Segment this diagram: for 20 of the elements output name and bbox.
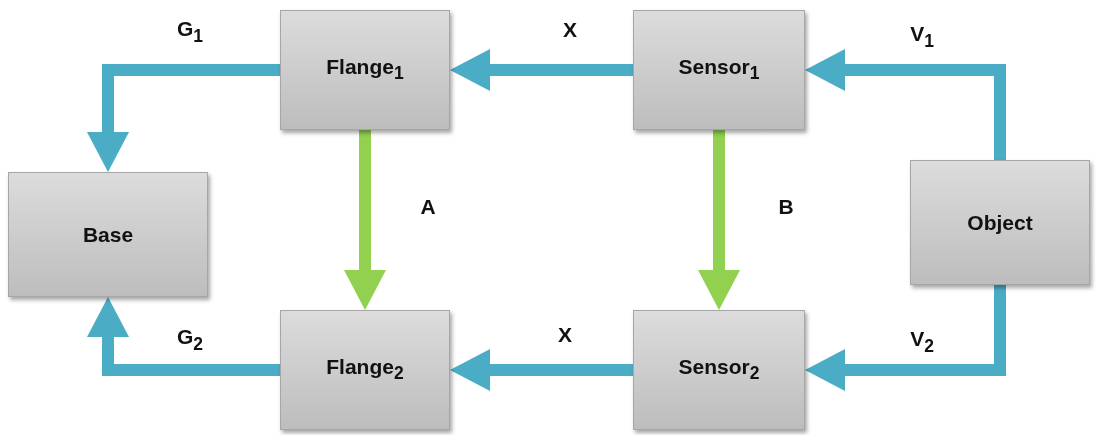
arrow (805, 49, 1006, 160)
arrow (87, 64, 280, 172)
arrow (698, 130, 740, 310)
process-box (633, 10, 805, 130)
box-label: Sensor$_{2}$ (678, 355, 760, 385)
box-label: Flange$_{1}$ (326, 55, 404, 85)
arrow (344, 130, 386, 310)
arrow (450, 349, 633, 391)
process-box (8, 172, 208, 297)
box-label: Base (82, 222, 134, 247)
arrow (805, 285, 1006, 391)
process-box (280, 310, 450, 430)
arrow (450, 49, 633, 91)
box-label: Object (967, 210, 1033, 235)
process-box (633, 310, 805, 430)
process-box (910, 160, 1090, 285)
arrow (87, 297, 280, 376)
box-label: Sensor$_{1}$ (678, 55, 760, 85)
process-box (280, 10, 450, 130)
box-label: Flange$_{2}$ (326, 355, 404, 385)
